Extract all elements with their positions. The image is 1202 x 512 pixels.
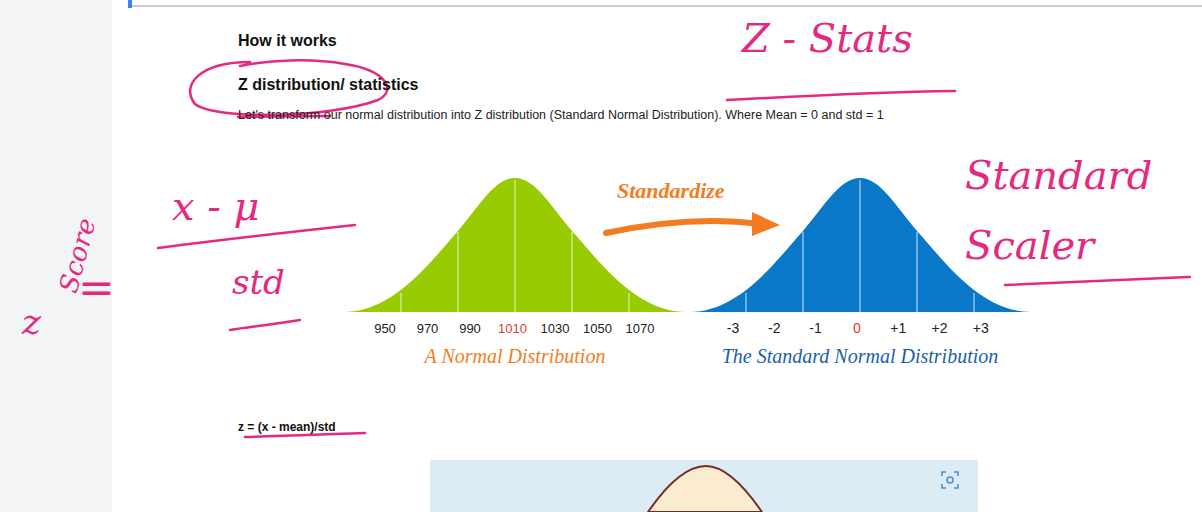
curve-caption: The Standard Normal Distribution: [722, 344, 999, 368]
axis-label: 1010: [498, 321, 527, 337]
axis-label: 990: [459, 321, 481, 337]
picture-ground: [430, 460, 978, 512]
expand-icon: [942, 472, 958, 488]
arrow-head: [752, 212, 780, 236]
axis-label: 970: [417, 321, 439, 337]
axis-label: -3: [727, 320, 739, 337]
axis-label: 1030: [541, 321, 570, 337]
axis-label: 1070: [626, 321, 655, 337]
top-border: [130, 5, 1202, 7]
section-heading: How it works: [238, 31, 337, 50]
handwritten-note: Z - Stats: [742, 14, 913, 62]
axis-label: +1: [890, 320, 906, 337]
arrow-shaft: [606, 221, 760, 233]
sigma-ticks: [401, 180, 629, 312]
handwritten-note: Standard Scaler: [965, 140, 1195, 280]
handwritten-formula: std: [232, 262, 285, 303]
arrow-label: Standardize: [617, 178, 725, 204]
axis-label: +3: [973, 320, 989, 337]
axis-label: 1050: [583, 321, 612, 337]
subheading: Z distribution/ statistics: [238, 75, 418, 94]
formula-text: z = (x - mean)/std: [238, 420, 336, 434]
axis-label: +2: [932, 320, 948, 337]
axis-label: 950: [374, 321, 396, 337]
handwritten-formula: =: [78, 262, 115, 315]
body-text: Let's transform our normal distribution …: [238, 108, 884, 123]
side-panel: [0, 0, 112, 512]
axis-label: 0: [853, 320, 861, 337]
page-ground: [112, 0, 1202, 512]
handwritten-formula: x - μ: [172, 182, 260, 230]
axis-label: -2: [768, 320, 780, 337]
cell-marker: [128, 0, 132, 8]
curve-caption: A Normal Distribution: [425, 344, 606, 368]
sigma-ticks: [746, 180, 974, 312]
handwritten-formula: z: [22, 300, 41, 343]
axis-label: -1: [809, 320, 821, 337]
curve-picture: [648, 466, 762, 512]
